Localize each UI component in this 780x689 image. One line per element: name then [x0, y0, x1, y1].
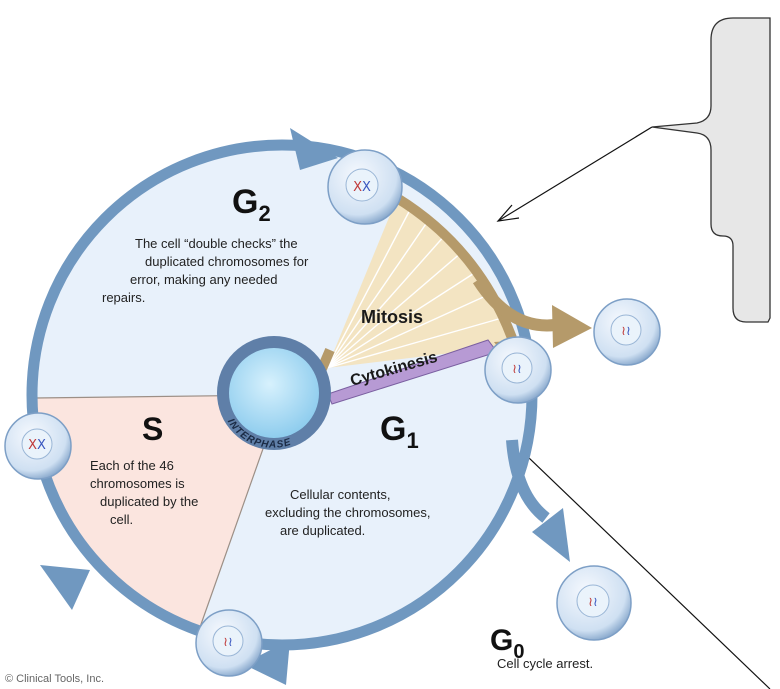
svg-text:are duplicated.: are duplicated.	[280, 523, 365, 538]
svg-text:Each of the 46: Each of the 46	[90, 458, 174, 473]
svg-text:cell.: cell.	[110, 512, 133, 527]
svg-text:XX: XX	[353, 180, 371, 195]
svg-text:≀≀: ≀≀	[621, 324, 631, 339]
cell-g0: ≀≀	[557, 566, 631, 640]
svg-text:repairs.: repairs.	[102, 290, 145, 305]
mitosis-label: Mitosis	[361, 307, 423, 327]
svg-text:duplicated by the: duplicated by the	[100, 494, 198, 509]
copyright-text: © Clinical Tools, Inc.	[5, 673, 104, 685]
arrowhead-s-left	[40, 565, 90, 610]
s-label: S	[142, 411, 163, 447]
svg-text:chromosomes is: chromosomes is	[90, 476, 185, 491]
cell-s-left: XX	[5, 413, 71, 479]
svg-text:error, making any needed: error, making any needed	[130, 272, 277, 287]
mitosis-out-arrowhead	[552, 305, 592, 348]
callout-bubble-body	[652, 18, 770, 322]
cell-daughter-lower: ≀≀	[485, 337, 551, 403]
callout-arrow-to-mitosis	[498, 127, 652, 221]
cell-g2-top: XX	[328, 150, 402, 224]
svg-text:excluding the chromosomes,: excluding the chromosomes,	[265, 505, 430, 520]
svg-text:≀≀: ≀≀	[588, 595, 598, 610]
interphase-core	[229, 348, 319, 438]
svg-text:The cell “double checks” the: The cell “double checks” the	[135, 236, 298, 251]
svg-text:duplicated chromosomes for: duplicated chromosomes for	[145, 254, 309, 269]
svg-text:XX: XX	[28, 438, 46, 453]
g0-description: Cell cycle arrest.	[497, 656, 593, 671]
cell-g1-bottom: ≀≀	[196, 610, 262, 676]
svg-text:≀≀: ≀≀	[512, 362, 522, 377]
svg-text:≀≀: ≀≀	[223, 635, 233, 650]
cell-daughter-right: ≀≀	[594, 299, 660, 365]
svg-text:Cellular contents,: Cellular contents,	[290, 487, 390, 502]
